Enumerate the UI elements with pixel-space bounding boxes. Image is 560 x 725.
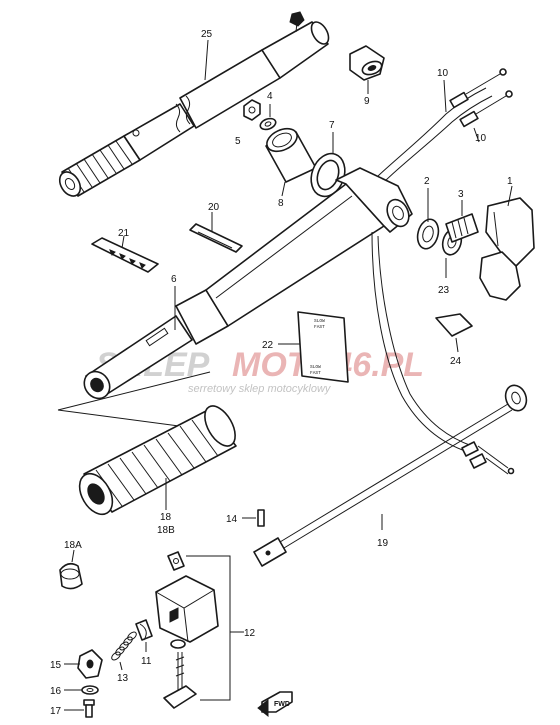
part-18a-cap: 18A bbox=[59, 540, 83, 590]
decal-line-3: SLOW bbox=[310, 364, 321, 370]
label-10-upper: 10 bbox=[437, 68, 449, 79]
watermark-tagline: serretowy sklep motocyklowy bbox=[188, 383, 332, 395]
label-16: 16 bbox=[50, 686, 62, 697]
decal-line-4: FAST bbox=[310, 370, 321, 376]
label-14: 14 bbox=[226, 514, 238, 525]
label-18: 18 bbox=[160, 512, 172, 523]
part-12-switch-housing: 12 bbox=[155, 551, 256, 709]
part-8-bushing: 8 bbox=[265, 127, 317, 209]
part-11-clip: 11 bbox=[135, 619, 153, 667]
decal-line-2: FAST bbox=[314, 324, 325, 330]
part-24-wedge: 24 bbox=[435, 313, 473, 367]
label-9: 9 bbox=[364, 96, 370, 107]
part-20-plate: 20 bbox=[189, 202, 243, 253]
label-23: 23 bbox=[438, 285, 450, 296]
label-22: 22 bbox=[262, 340, 274, 351]
label-24: 24 bbox=[450, 356, 462, 367]
label-13: 13 bbox=[117, 673, 129, 684]
label-11: 11 bbox=[141, 656, 152, 667]
label-7: 7 bbox=[329, 120, 335, 131]
decal-line-1: SLOW bbox=[314, 318, 325, 324]
fwd-label: FWD bbox=[274, 701, 290, 708]
forward-direction-marker: FWD bbox=[257, 691, 293, 718]
label-21: 21 bbox=[118, 228, 130, 239]
part-14-pin: 14 bbox=[226, 509, 265, 527]
part-25-tiller-extension: 25 bbox=[58, 11, 330, 197]
part-13-spring: 13 bbox=[111, 631, 137, 684]
label-25: 25 bbox=[201, 29, 213, 40]
part-21-label-plate: 21 bbox=[91, 228, 159, 273]
label-4: 4 bbox=[267, 91, 273, 102]
label-8: 8 bbox=[278, 198, 284, 209]
part-22-speed-decal: SLOW FAST SLOW FAST 22 bbox=[262, 311, 349, 383]
label-19: 19 bbox=[377, 538, 389, 549]
part-9-grommet: 9 bbox=[349, 45, 385, 107]
part-15-16-17-fasteners: 15 16 17 bbox=[50, 649, 103, 718]
part-18-grip: 18 18B bbox=[78, 405, 237, 536]
stop-cable-loop bbox=[371, 231, 473, 453]
label-1: 1 bbox=[507, 176, 513, 187]
label-18a: 18A bbox=[64, 540, 82, 551]
part-10-throttle-cables: 10 10 bbox=[377, 68, 513, 183]
label-20: 20 bbox=[208, 202, 220, 213]
label-18b: 18B bbox=[157, 525, 175, 536]
label-2: 2 bbox=[424, 176, 430, 187]
label-15: 15 bbox=[50, 660, 62, 671]
label-17: 17 bbox=[50, 706, 62, 717]
part-4-5-nut-washer: 4 5 bbox=[235, 91, 277, 147]
guide-lines bbox=[57, 371, 211, 429]
label-3: 3 bbox=[458, 189, 464, 200]
label-6: 6 bbox=[171, 274, 177, 285]
label-12: 12 bbox=[244, 628, 256, 639]
part-6-tiller-handle: 6 bbox=[83, 167, 413, 400]
label-5: 5 bbox=[235, 136, 241, 147]
part-2-3-23-bolt-bushing: 2 3 23 bbox=[416, 176, 479, 296]
label-10-lower: 10 bbox=[475, 133, 487, 144]
part-19-stop-cord: 19 bbox=[253, 384, 528, 567]
part-1-cover: 1 bbox=[479, 176, 535, 301]
